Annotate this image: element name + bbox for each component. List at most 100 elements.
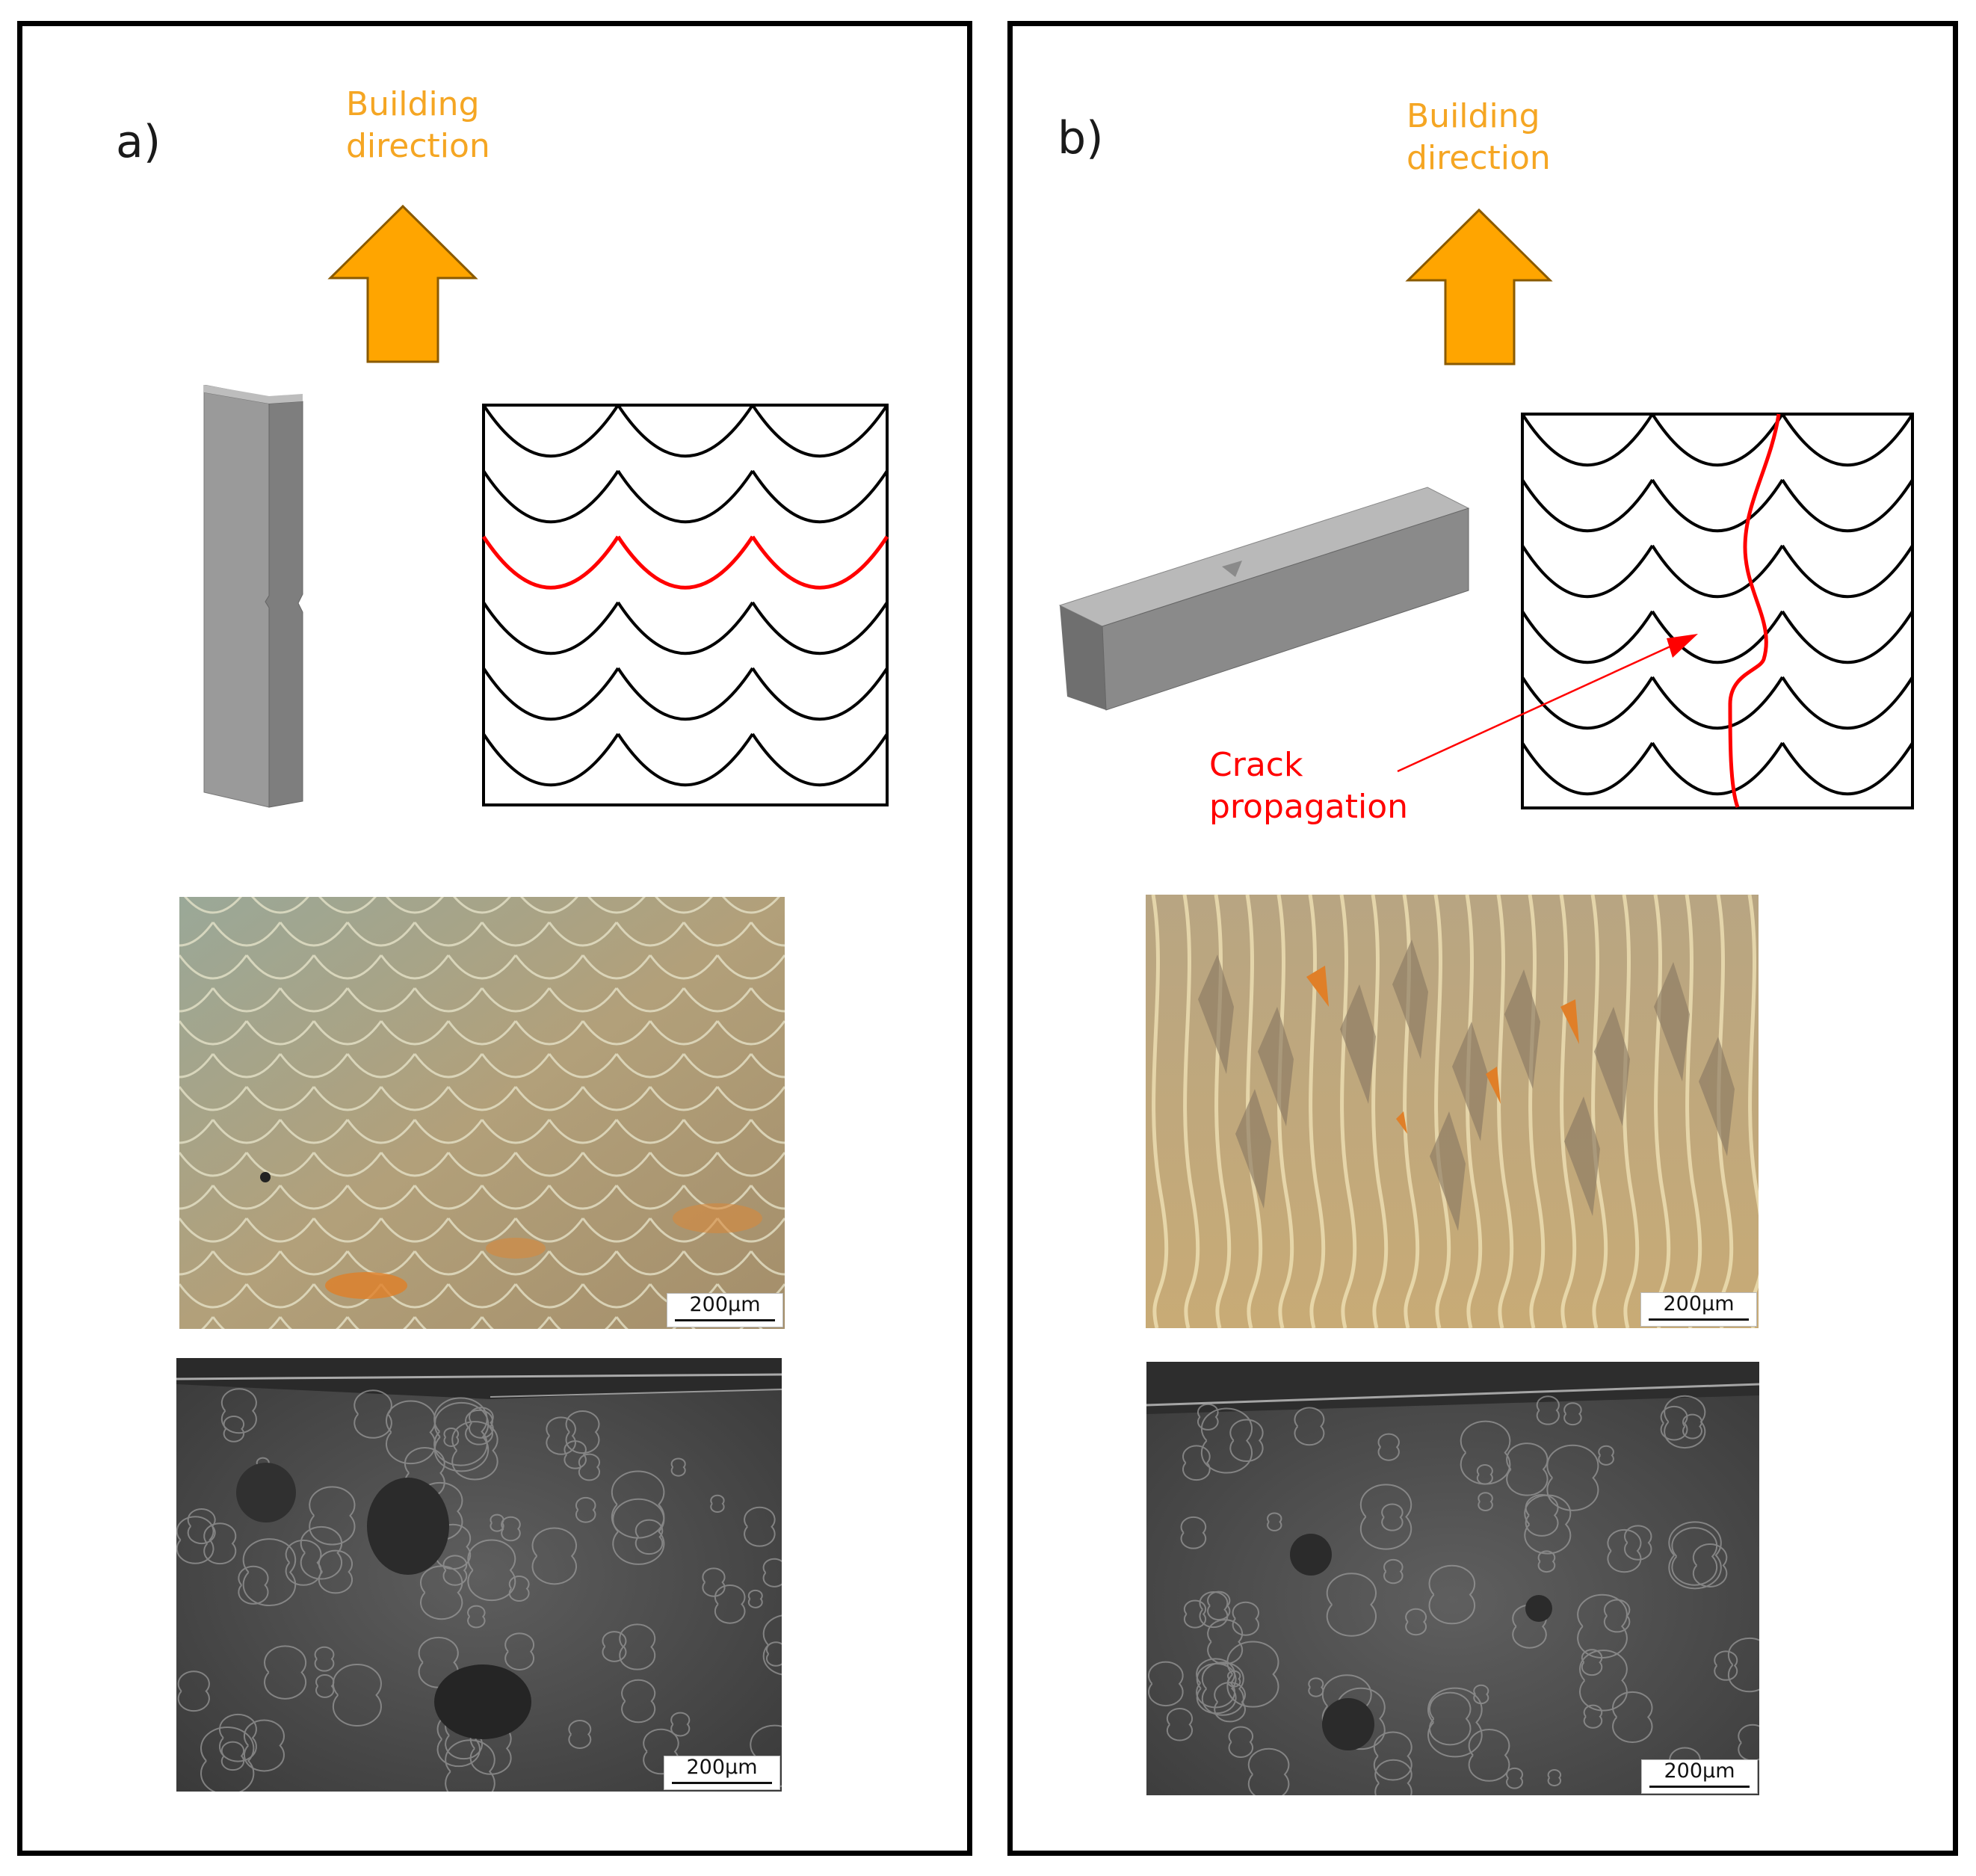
micro-texture	[581, 1020, 652, 1046]
sem-dimple	[243, 1719, 285, 1772]
melt-pool-schematic-a	[482, 404, 889, 806]
melt-pool-arc	[482, 535, 620, 590]
sem-dimple	[238, 1565, 269, 1605]
micro-texture	[615, 1185, 685, 1210]
micro-texture	[413, 1250, 484, 1276]
sem-dimple	[619, 1623, 656, 1670]
sem-dimple	[1581, 1649, 1603, 1676]
sem-dimple	[1197, 1403, 1219, 1431]
micro-texture	[581, 954, 652, 980]
micro-grain	[1340, 984, 1376, 1104]
micro-texture	[179, 1086, 248, 1111]
sem-dimple	[1428, 1564, 1476, 1625]
micro-texture	[413, 922, 484, 947]
micro-texture	[581, 1283, 652, 1309]
melt-pool-arc	[1521, 478, 1654, 532]
sem-dimple	[465, 1409, 493, 1445]
panel-b-building-direction: Building direction	[1407, 96, 1551, 179]
micro-texture	[615, 1053, 685, 1079]
sem-dimple	[1373, 1731, 1412, 1781]
micro-grain	[1564, 1096, 1600, 1216]
micro-texture	[1622, 895, 1640, 1328]
melt-pool-arc	[751, 404, 889, 457]
melt-pool-arc	[1781, 610, 1914, 664]
micro-texture	[581, 1218, 652, 1243]
micro-texture	[649, 1086, 719, 1111]
micro-texture	[682, 1119, 753, 1144]
sem-dimple	[747, 1589, 763, 1608]
sem-dimple	[1326, 1573, 1377, 1637]
micro-texture	[279, 1316, 349, 1329]
sem-dimple	[714, 1585, 746, 1624]
sem-dimple	[300, 1525, 343, 1580]
micro-texture	[548, 1185, 618, 1210]
sem-dimple	[744, 1506, 776, 1547]
micro-texture	[279, 1250, 349, 1276]
micro-texture	[251, 897, 309, 914]
micro-texture	[514, 1218, 584, 1243]
micro-texture	[212, 1185, 282, 1210]
sem-dimple	[177, 1670, 210, 1712]
micro-texture	[514, 1020, 584, 1046]
micro-texture	[615, 922, 685, 947]
melt-pool-arc	[1781, 413, 1914, 466]
sem-dimple	[332, 1664, 382, 1727]
sem-dimple	[1547, 1769, 1562, 1787]
sem-dimple	[1607, 1528, 1642, 1573]
sem-dimple	[1228, 1726, 1254, 1758]
micro-texture	[201, 1316, 214, 1329]
sem-dimple	[643, 1728, 679, 1775]
sem-dimple	[285, 1539, 322, 1586]
melt-pool-arc	[482, 469, 620, 523]
sem-dimple	[635, 1519, 664, 1555]
sem-dimple	[1525, 1494, 1559, 1537]
sem-dimple	[353, 1389, 392, 1439]
micro-texture	[413, 1316, 484, 1329]
micro-texture	[1182, 895, 1200, 1328]
sem-dimple	[1563, 1402, 1582, 1426]
micro-texture	[1496, 895, 1514, 1328]
sem-dimple	[220, 1388, 257, 1434]
micro-texture	[481, 1053, 551, 1079]
micro-grain	[1594, 1007, 1630, 1126]
panel-a-label: a)	[116, 116, 161, 168]
melt-pool-arc	[617, 601, 754, 655]
micro-texture	[1339, 895, 1357, 1328]
micro-texture	[413, 1053, 484, 1079]
micro-grain	[1198, 954, 1234, 1074]
micro-texture	[447, 1086, 517, 1111]
crack-label-line2: propagation	[1209, 788, 1409, 826]
micro-texture	[649, 954, 719, 980]
micro-texture	[514, 1086, 584, 1111]
micro-texture	[179, 1218, 248, 1243]
melt-pool-arc	[482, 732, 620, 786]
sem-dimple	[1506, 1443, 1549, 1496]
sem-dimple	[1546, 1444, 1599, 1511]
sem-dimple	[762, 1614, 782, 1676]
sem-dimple	[1267, 1512, 1282, 1531]
sem-dimple	[420, 1565, 463, 1620]
sem-dimple	[451, 1421, 498, 1481]
sem-dimple	[621, 1679, 656, 1724]
micro-grain	[1430, 1111, 1466, 1231]
micro-texture	[279, 1053, 349, 1079]
micro-texture	[179, 987, 214, 1013]
melt-pool-arc	[617, 404, 754, 457]
sem-dimple	[1473, 1684, 1489, 1705]
scale-label: 200µm	[1663, 1292, 1735, 1315]
sem-dimple	[1612, 1691, 1653, 1744]
micro-texture	[581, 1152, 652, 1177]
sem-dimple	[467, 1539, 516, 1602]
micro-texture	[245, 1218, 315, 1243]
sem-dimple	[710, 1494, 725, 1513]
sem-dimple	[578, 1453, 601, 1481]
micro-texture	[179, 1020, 248, 1046]
sem-dimple	[1180, 1516, 1207, 1549]
crack-arrow-icon	[1397, 634, 1698, 773]
sem-dimple	[568, 1720, 592, 1749]
micro-texture	[750, 1119, 785, 1144]
micro-texture	[346, 1185, 416, 1210]
micro-texture	[447, 1218, 517, 1243]
micro-texture	[548, 1053, 618, 1079]
sem-dimple	[315, 1674, 335, 1698]
